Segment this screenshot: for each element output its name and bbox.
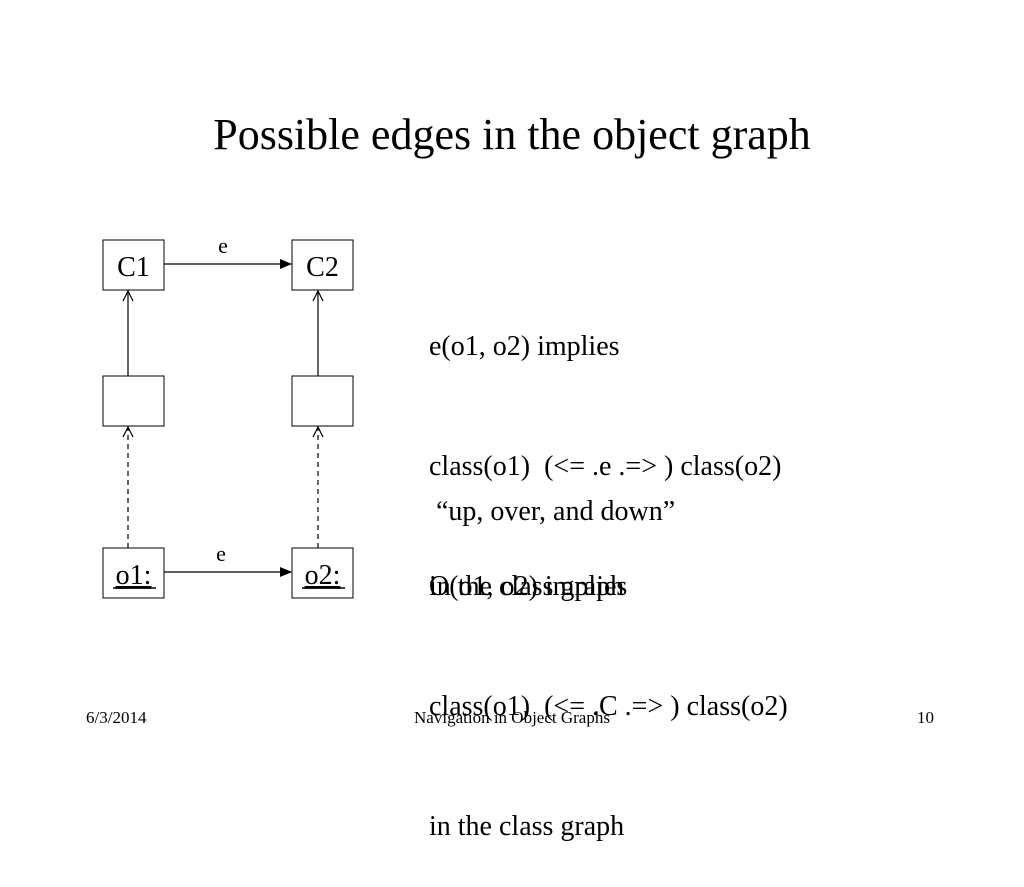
footer-page-number: 10 [917,708,934,727]
object-box-o2: o2: [291,547,354,599]
text-line: class(o1) (<= .e .=> ) class(o2) [429,451,782,482]
text-block-up-over-down: “up, over, and down” [429,412,675,572]
class-box-c2: C2 [291,239,354,291]
text-line: in the class graph [429,811,625,842]
object-edge-label: e [216,541,226,566]
object-label-o1: o1: [116,560,152,591]
text-block-edge-implication: e(o1, o2) implies class(o1) (<= .e .=> )… [429,247,781,647]
text-line: “up, over, and down” [429,496,676,527]
object-label-o2: o2: [305,560,341,591]
object-box-o1: o1: [102,547,165,599]
text-line: e(o1, o2) implies [429,331,620,362]
class-edge-label: e [218,233,228,258]
footer-date: 6/3/2014 [86,708,147,727]
slide-title: Possible edges in the object graph [213,110,811,159]
text-line: in the class graph [429,571,625,602]
footer-title: Navigation in Object Graphs [414,708,610,727]
text-block-object-implication: O(o1, o2) implies class(o1) (<= .C .=> )… [429,487,788,887]
class-label-c1: C1 [117,252,150,283]
text-line: O(o1, o2) implies [429,571,628,602]
intermediate-box-left [102,375,165,427]
class-box-c1: C1 [102,239,165,291]
class-label-c2: C2 [306,252,339,283]
intermediate-box-right [291,375,354,427]
object-graph-diagram: C1 C2 o1: o2: e e [102,233,354,599]
text-line: class(o1) (<= .C .=> ) class(o2) [429,691,788,722]
